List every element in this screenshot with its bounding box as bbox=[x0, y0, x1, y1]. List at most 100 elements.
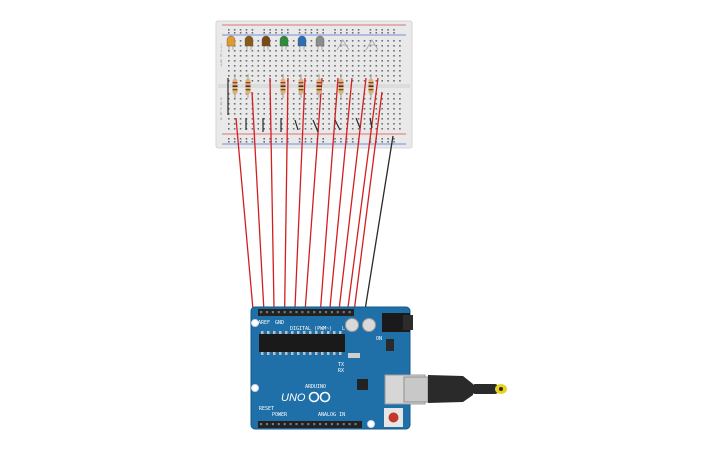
breadboard-hole[interactable] bbox=[228, 123, 230, 125]
breadboard-hole[interactable] bbox=[387, 50, 389, 52]
breadboard-hole[interactable] bbox=[387, 103, 389, 105]
breadboard-hole[interactable] bbox=[334, 60, 336, 62]
digital-header[interactable] bbox=[258, 309, 354, 316]
breadboard-hole[interactable] bbox=[281, 128, 283, 130]
breadboard-hole[interactable] bbox=[381, 103, 383, 105]
breadboard-hole[interactable] bbox=[257, 80, 260, 82]
header-pin[interactable] bbox=[319, 423, 322, 426]
breadboard-hole[interactable] bbox=[233, 70, 236, 72]
breadboard-hole[interactable] bbox=[387, 118, 389, 120]
header-pin[interactable] bbox=[324, 311, 328, 314]
breadboard-hole[interactable] bbox=[346, 60, 348, 62]
breadboard-hole[interactable] bbox=[316, 113, 319, 115]
breadboard-hole[interactable] bbox=[340, 118, 342, 120]
breadboard-hole[interactable] bbox=[239, 141, 242, 143]
breadboard-hole[interactable] bbox=[275, 141, 277, 143]
breadboard-hole[interactable] bbox=[393, 128, 395, 130]
breadboard-hole[interactable] bbox=[251, 50, 254, 52]
breadboard-hole[interactable] bbox=[322, 138, 324, 140]
breadboard-hole[interactable] bbox=[263, 55, 265, 57]
breadboard-hole[interactable] bbox=[387, 80, 389, 82]
breadboard-hole[interactable] bbox=[251, 128, 254, 130]
breadboard-hole[interactable] bbox=[399, 108, 401, 110]
breadboard-hole[interactable] bbox=[381, 118, 383, 120]
breadboard-hole[interactable] bbox=[304, 60, 307, 62]
breadboard-hole[interactable] bbox=[393, 93, 395, 95]
breadboard-hole[interactable] bbox=[334, 103, 336, 105]
breadboard-hole[interactable] bbox=[340, 123, 342, 125]
breadboard-hole[interactable] bbox=[257, 108, 260, 110]
breadboard-hole[interactable] bbox=[351, 75, 354, 77]
breadboard-hole[interactable] bbox=[357, 118, 360, 120]
breadboard-hole[interactable] bbox=[292, 80, 295, 82]
breadboard-hole[interactable] bbox=[298, 108, 301, 110]
breadboard-hole[interactable] bbox=[292, 55, 295, 57]
breadboard-hole[interactable] bbox=[251, 138, 254, 140]
breadboard-hole[interactable] bbox=[340, 29, 342, 31]
breadboard-hole[interactable] bbox=[387, 138, 389, 140]
breadboard-hole[interactable] bbox=[399, 118, 401, 120]
breadboard-hole[interactable] bbox=[381, 141, 383, 143]
breadboard-hole[interactable] bbox=[340, 128, 342, 130]
breadboard-hole[interactable] bbox=[310, 60, 313, 62]
breadboard-hole[interactable] bbox=[245, 138, 248, 140]
breadboard-hole[interactable] bbox=[245, 70, 248, 72]
breadboard-hole[interactable] bbox=[399, 55, 401, 57]
breadboard-hole[interactable] bbox=[228, 141, 230, 143]
breadboard-hole[interactable] bbox=[375, 80, 378, 82]
breadboard-hole[interactable] bbox=[363, 80, 366, 82]
breadboard-hole[interactable] bbox=[233, 32, 236, 34]
breadboard-hole[interactable] bbox=[275, 118, 277, 120]
breadboard-hole[interactable] bbox=[298, 138, 301, 140]
breadboard-hole[interactable] bbox=[399, 113, 401, 115]
breadboard-hole[interactable] bbox=[381, 123, 383, 125]
breadboard-hole[interactable] bbox=[351, 70, 354, 72]
breadboard-hole[interactable] bbox=[393, 118, 395, 120]
breadboard-hole[interactable] bbox=[275, 40, 277, 42]
breadboard-hole[interactable] bbox=[369, 113, 372, 115]
breadboard-hole[interactable] bbox=[369, 50, 372, 52]
breadboard-hole[interactable] bbox=[381, 65, 383, 67]
breadboard-hole[interactable] bbox=[381, 98, 383, 100]
breadboard-hole[interactable] bbox=[399, 70, 401, 72]
breadboard-hole[interactable] bbox=[393, 103, 395, 105]
breadboard-hole[interactable] bbox=[363, 50, 366, 52]
breadboard-hole[interactable] bbox=[316, 65, 319, 67]
header-pin[interactable] bbox=[289, 311, 292, 314]
breadboard-hole[interactable] bbox=[340, 32, 342, 34]
breadboard-hole[interactable] bbox=[387, 128, 389, 130]
breadboard-hole[interactable] bbox=[369, 40, 372, 42]
breadboard-hole[interactable] bbox=[357, 113, 360, 115]
header-pin[interactable] bbox=[342, 311, 345, 314]
breadboard-hole[interactable] bbox=[387, 29, 389, 31]
breadboard-hole[interactable] bbox=[387, 55, 389, 57]
breadboard-hole[interactable] bbox=[328, 60, 330, 62]
breadboard-hole[interactable] bbox=[245, 103, 248, 105]
breadboard-hole[interactable] bbox=[381, 75, 383, 77]
breadboard-hole[interactable] bbox=[281, 75, 283, 77]
breadboard-hole[interactable] bbox=[357, 75, 360, 77]
header-pin[interactable] bbox=[260, 423, 263, 426]
breadboard-hole[interactable] bbox=[245, 113, 248, 115]
breadboard-hole[interactable] bbox=[304, 50, 307, 52]
breadboard-hole[interactable] bbox=[381, 108, 383, 110]
breadboard-hole[interactable] bbox=[287, 138, 289, 140]
breadboard-hole[interactable] bbox=[281, 55, 283, 57]
breadboard-hole[interactable] bbox=[304, 55, 307, 57]
breadboard-hole[interactable] bbox=[322, 70, 324, 72]
breadboard-hole[interactable] bbox=[316, 70, 319, 72]
breadboard-hole[interactable] bbox=[257, 113, 260, 115]
breadboard-hole[interactable] bbox=[310, 138, 313, 140]
breadboard-hole[interactable] bbox=[399, 128, 401, 130]
breadboard-hole[interactable] bbox=[281, 138, 283, 140]
power-analog-header[interactable] bbox=[258, 421, 362, 428]
breadboard-hole[interactable] bbox=[269, 128, 271, 130]
breadboard-hole[interactable] bbox=[346, 65, 348, 67]
breadboard-hole[interactable] bbox=[387, 32, 389, 34]
header-pin[interactable] bbox=[260, 311, 263, 314]
breadboard-hole[interactable] bbox=[399, 65, 401, 67]
header-pin[interactable] bbox=[283, 423, 286, 426]
breadboard-hole[interactable] bbox=[393, 45, 395, 47]
breadboard-hole[interactable] bbox=[263, 138, 265, 140]
